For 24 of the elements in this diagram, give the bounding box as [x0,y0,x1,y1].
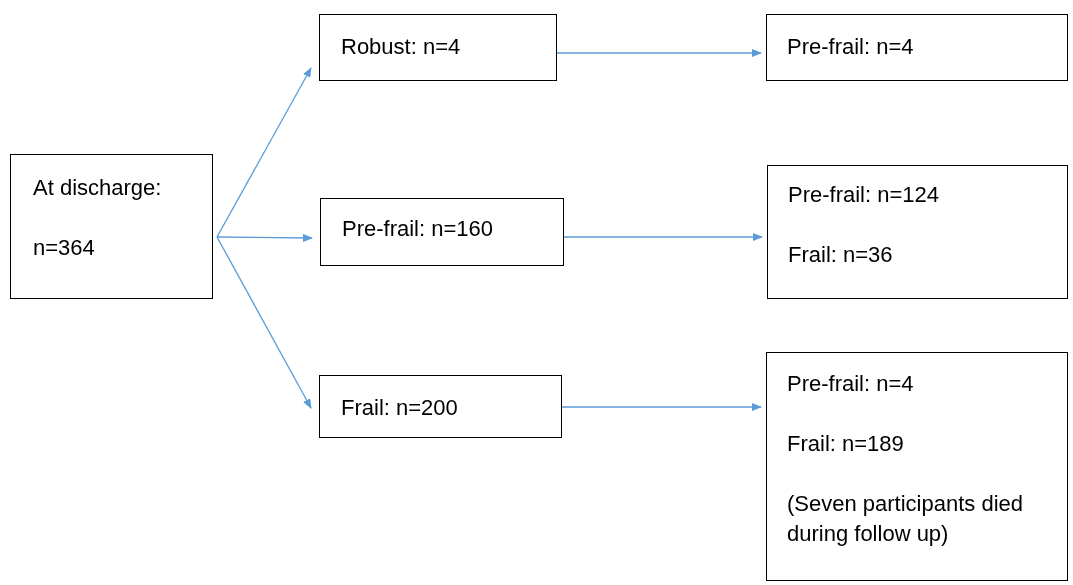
arrow [561,403,762,411]
process-box [319,14,557,81]
box-text: Frail: n=189 [787,430,904,458]
box-text: Pre-frail: n=4 [787,370,914,398]
arrow [216,236,312,409]
arrow [563,233,763,241]
box-text: Frail: n=200 [341,394,458,422]
box-text: Pre-frail: n=160 [342,215,494,243]
box-text: Robust: n=4 [341,33,461,61]
box-text: Pre-frail: n=124 [788,181,940,209]
box-text: Pre-frail: n=4 [787,33,914,61]
box-text: n=364 [33,234,95,262]
arrow [216,233,313,242]
box-text: At discharge: [33,174,162,202]
arrow [556,49,762,57]
arrow [216,67,312,238]
process-box [10,154,213,299]
process-box [766,352,1068,581]
box-text: (Seven participants died during follow up) [787,490,1025,548]
box-text: Frail: n=36 [788,241,893,269]
process-box [766,14,1068,81]
process-box [319,375,562,438]
process-box [320,198,564,266]
process-box [767,165,1068,299]
